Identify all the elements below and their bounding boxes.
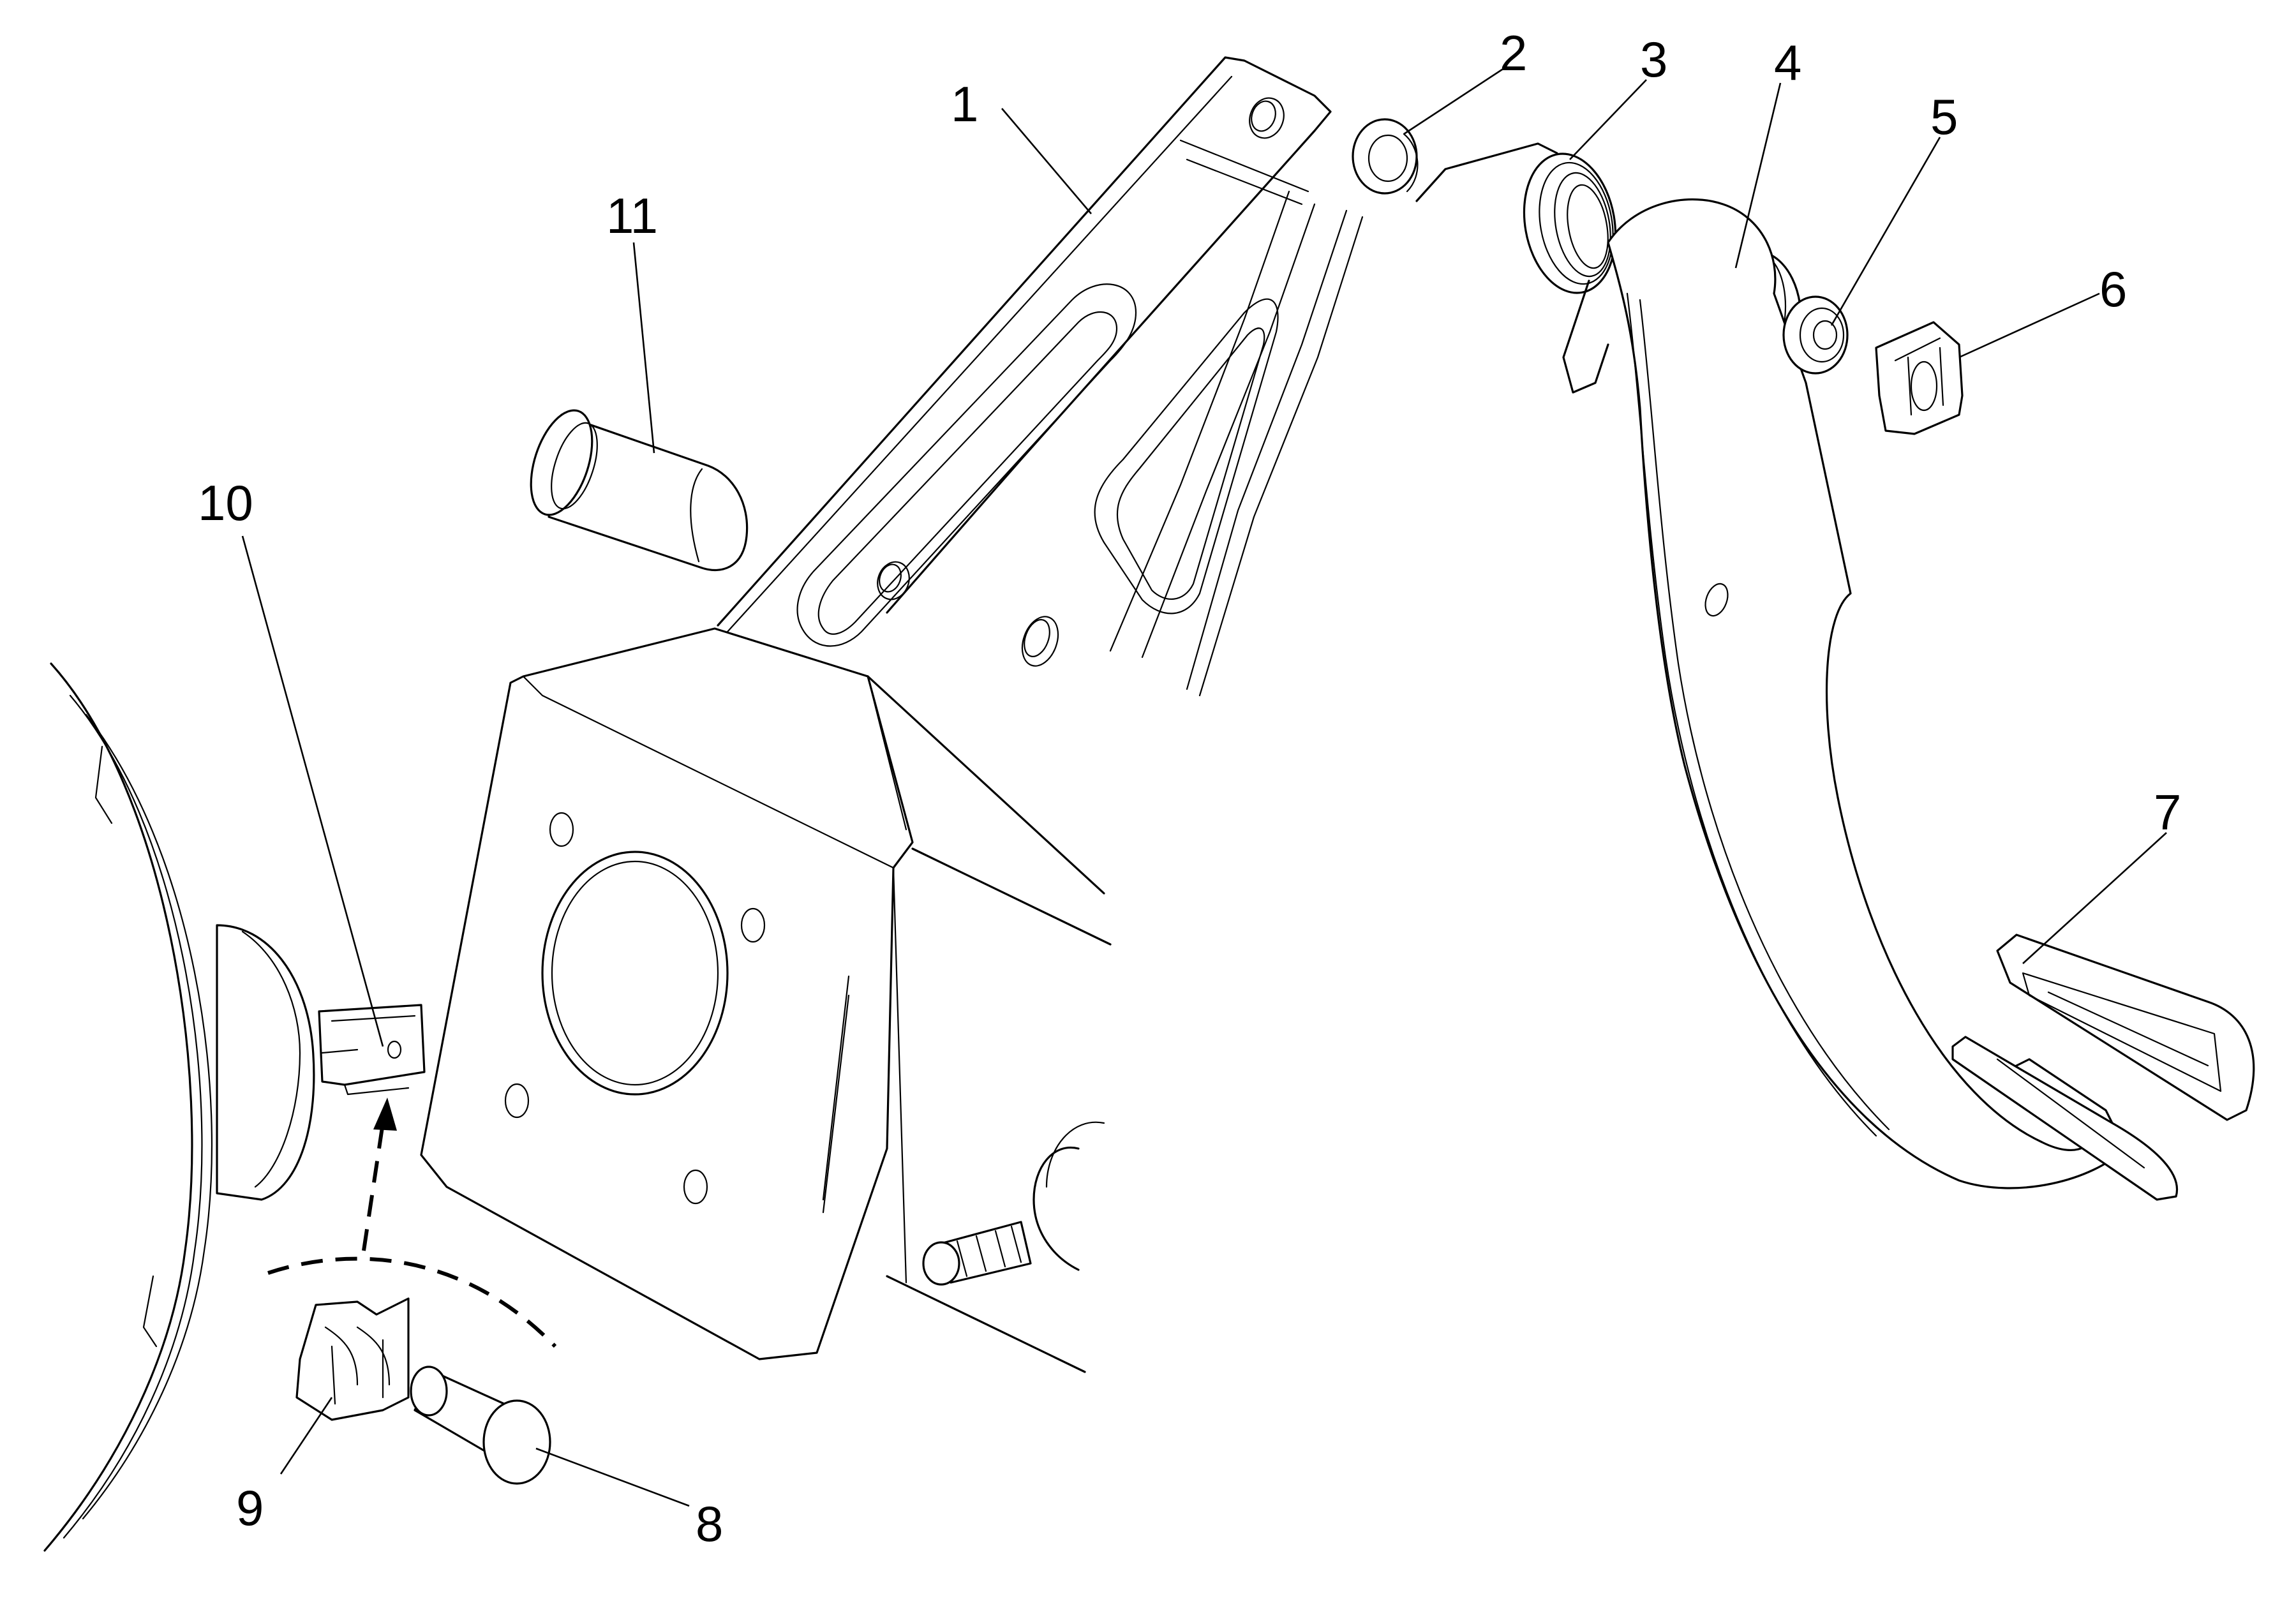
callout-2: 2 (1500, 25, 1527, 81)
steering-wheel-outline (43, 662, 213, 1552)
clevis-clip (295, 1297, 410, 1421)
leader-8 (535, 1447, 690, 1507)
leader-1 (1001, 108, 1092, 214)
assembly-arrow (267, 1098, 557, 1348)
leader-7 (2022, 832, 2167, 964)
callout-11: 11 (606, 188, 658, 244)
callout-8: 8 (696, 1496, 723, 1552)
callout-3: 3 (1640, 31, 1667, 87)
clutch-pedal (1607, 198, 2255, 1201)
callout-labels: 1 2 3 4 5 6 7 8 9 10 11 (198, 25, 2181, 1552)
washer (1782, 295, 1849, 375)
leader-2 (1403, 66, 1507, 135)
clevis-pin (410, 1366, 551, 1485)
callout-6: 6 (2099, 261, 2127, 317)
bush (1352, 118, 1419, 195)
spring-clip (1875, 321, 1964, 435)
leader-6 (1958, 292, 2100, 359)
master-cylinder-pushrod (216, 924, 426, 1201)
leader-5 (1830, 137, 1941, 326)
leader-11 (632, 242, 655, 454)
callout-10: 10 (198, 475, 253, 531)
pivot-pin (530, 409, 749, 571)
leader-lines (241, 66, 2167, 1507)
leader-9 (280, 1397, 333, 1475)
pedal-box-bracket (420, 56, 1364, 1373)
leader-3 (1569, 79, 1647, 160)
callout-4: 4 (1774, 34, 1801, 91)
callout-9: 9 (236, 1480, 264, 1536)
callout-1: 1 (951, 76, 978, 132)
leader-10 (241, 535, 384, 1047)
return-spring (1415, 142, 1617, 394)
callout-5: 5 (1930, 89, 1958, 145)
callout-7: 7 (2154, 784, 2181, 840)
leader-4 (1734, 82, 1782, 269)
